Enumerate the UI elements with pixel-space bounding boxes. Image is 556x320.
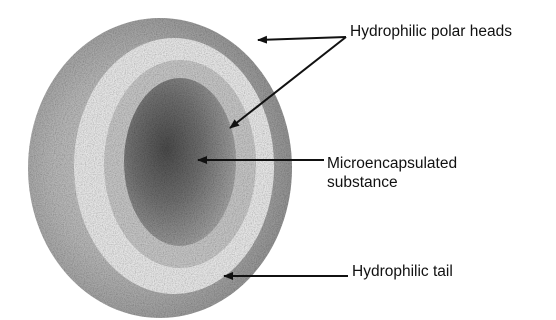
core-substance [124, 78, 236, 246]
liposome [28, 18, 292, 318]
label-hydrophilic-tail: Hydrophilic tail [352, 262, 453, 281]
label-hydrophilic-polar-heads: Hydrophilic polar heads [350, 22, 512, 41]
label-substance-line1: Microencapsulated [327, 154, 457, 173]
arrow-heads-outer [258, 37, 346, 40]
label-substance-line2: substance [327, 173, 457, 192]
label-microencapsulated-substance: Microencapsulated substance [327, 154, 457, 192]
